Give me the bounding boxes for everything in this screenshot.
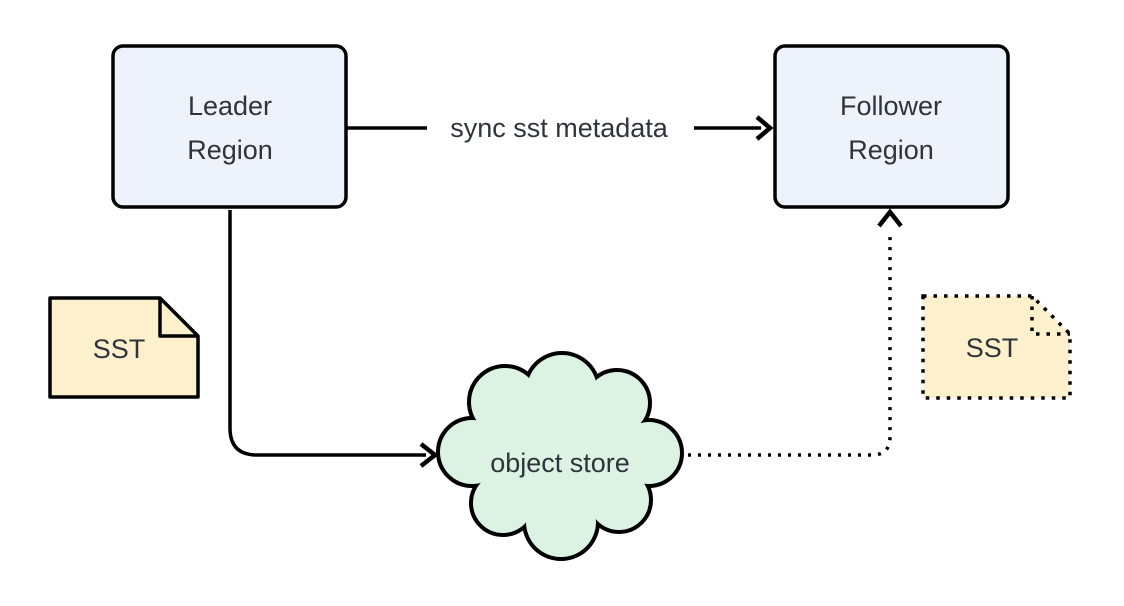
node-leader-region: Leader Region — [111, 44, 348, 209]
sst-left-label: SST — [93, 334, 146, 364]
arrowhead-up-icon — [877, 208, 903, 228]
node-sst-right: SST — [921, 294, 1072, 400]
edge-object-store-to-follower — [688, 208, 903, 457]
node-object-store: object store — [436, 351, 684, 561]
follower-region-label-line2: Region — [848, 135, 934, 165]
sst-right-note-shape — [921, 294, 1072, 400]
node-sst-left: SST — [48, 296, 200, 399]
edge-download-shaft — [688, 231, 892, 457]
edge-upload-shaft — [228, 210, 426, 457]
arrowhead-right-icon — [755, 115, 774, 141]
node-follower-region: Follower Region — [773, 44, 1010, 209]
arrowhead-right-icon — [419, 442, 439, 468]
edge-leader-to-object-store — [228, 210, 439, 468]
leader-region-label-line2: Region — [187, 135, 273, 165]
sst-right-label: SST — [966, 333, 1019, 363]
edge-label-sync-sst-metadata: sync sst metadata — [450, 113, 669, 143]
follower-region-box — [773, 44, 1010, 209]
leader-region-label-line1: Leader — [188, 91, 272, 121]
sst-right-note-fold-icon — [1030, 296, 1070, 336]
object-store-label: object store — [490, 448, 630, 478]
leader-region-box — [111, 44, 348, 209]
sst-left-note-fold-icon — [158, 298, 198, 338]
edge-sync-sst-metadata — [347, 115, 774, 141]
follower-region-label-line1: Follower — [840, 91, 942, 121]
cloud-fill — [440, 355, 680, 557]
